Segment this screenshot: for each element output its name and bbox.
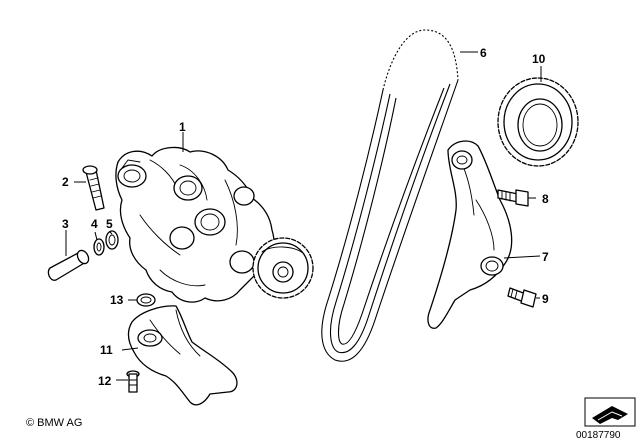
- callout-8: 8: [542, 192, 549, 206]
- document-number: 00187790: [576, 430, 621, 441]
- document-arrow-icon: [584, 397, 636, 427]
- o-ring-part-13[interactable]: [136, 293, 156, 307]
- callout-9: 9: [542, 292, 549, 306]
- callout-1: 1: [179, 120, 186, 134]
- leader-lines: [65, 51, 542, 381]
- callout-10: 10: [532, 52, 546, 66]
- callout-7: 7: [542, 250, 549, 264]
- callout-5: 5: [106, 217, 113, 231]
- bolt-part-2[interactable]: [82, 165, 105, 211]
- callout-labels: 1 2 3 4 5 6 10 8 7 9 13 11 12: [62, 46, 549, 388]
- pump-sprocket[interactable]: [252, 237, 314, 299]
- callout-4: 4: [91, 217, 98, 231]
- bolt-part-9[interactable]: [507, 287, 537, 308]
- seal-ring-part-5[interactable]: [105, 230, 119, 250]
- callout-11: 11: [100, 343, 113, 357]
- callout-2: 2: [62, 175, 69, 189]
- copyright-notice: © BMW AG: [26, 417, 83, 429]
- oil-pickup-part-11[interactable]: [127, 305, 238, 406]
- oil-pump-housing[interactable]: [115, 146, 275, 303]
- sprocket-ring-part-10[interactable]: [497, 77, 579, 167]
- sleeve-part-3[interactable]: [47, 248, 90, 281]
- tensioner-rail-part-7[interactable]: [427, 140, 513, 329]
- bolt-part-8[interactable]: [497, 189, 529, 207]
- o-ring-part-4[interactable]: [93, 238, 105, 256]
- timing-chain[interactable]: [321, 29, 459, 362]
- bolt-part-12[interactable]: [126, 370, 140, 393]
- callout-6: 6: [480, 46, 487, 60]
- callout-12: 12: [98, 374, 112, 388]
- callout-13: 13: [110, 293, 124, 307]
- callout-3: 3: [62, 217, 69, 231]
